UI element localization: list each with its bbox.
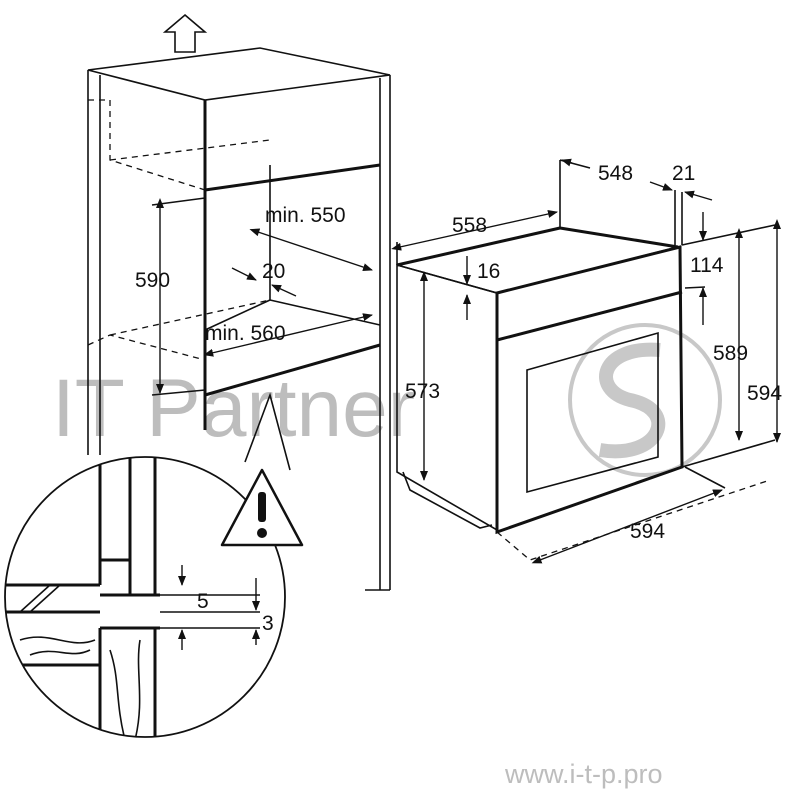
label-width: 594 — [630, 520, 665, 543]
watermark-logo-s-icon — [598, 342, 666, 459]
label-top-offset: 16 — [477, 260, 500, 283]
label-cabinet-gap: 20 — [262, 260, 285, 283]
cabinet — [87, 47, 391, 591]
label-cabinet-width: min. 560 — [205, 322, 286, 345]
label-cabinet-depth: min. 550 — [265, 204, 346, 227]
label-body-height: 589 — [713, 342, 748, 365]
label-cabinet-height: 590 — [135, 269, 170, 292]
oven — [396, 226, 771, 561]
label-clearance: 5 — [197, 590, 209, 613]
label-depth-body: 548 — [598, 162, 633, 185]
warning-icon — [220, 468, 304, 547]
watermark-logo-icon — [568, 323, 722, 477]
label-depth-total: 558 — [452, 214, 487, 237]
label-thickness: 3 — [262, 612, 274, 635]
watermark-brand: IT Partner — [52, 363, 415, 454]
up-arrow-icon — [162, 13, 208, 53]
detail-circle: 5 3 — [4, 456, 286, 738]
label-panel-height: 114 — [690, 254, 724, 277]
watermark-url: www.i-t-p.pro — [504, 759, 663, 789]
label-total-height: 594 — [747, 382, 782, 405]
watermark: IT Partner www.i-t-p.pro — [52, 323, 722, 789]
label-front-thickness: 21 — [672, 162, 695, 185]
label-side-height: 573 — [405, 380, 440, 403]
